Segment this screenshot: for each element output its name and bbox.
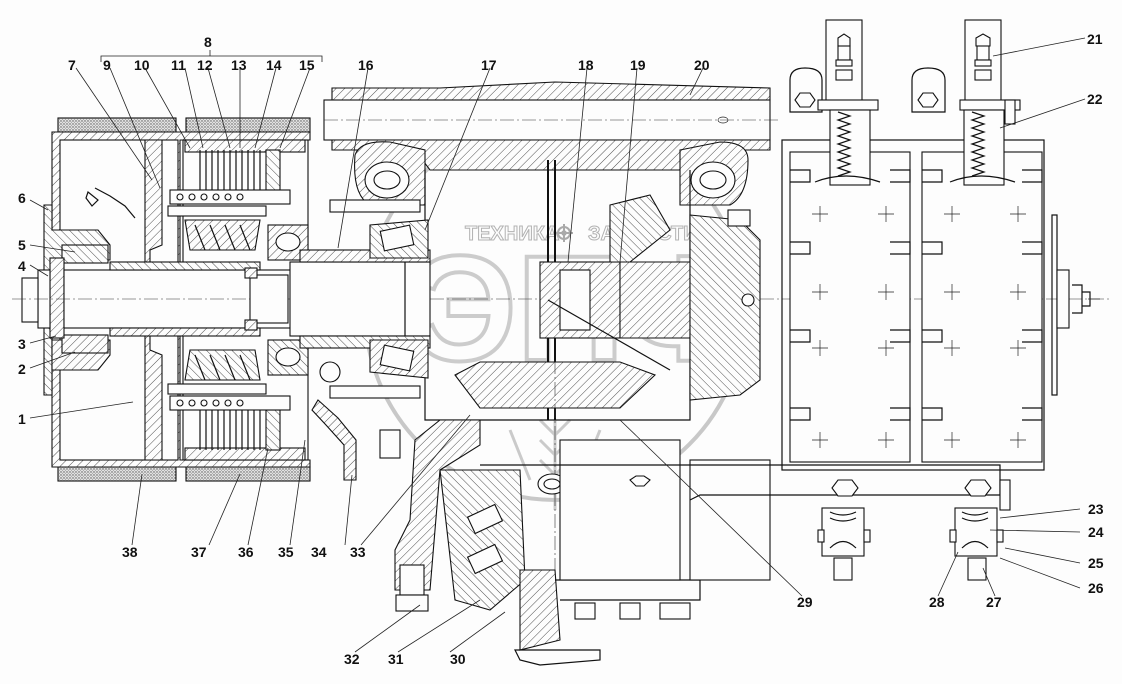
callout-7: 7: [68, 57, 76, 73]
watermark-left-word: ТЕХНИКА: [465, 223, 559, 245]
callout-15: 15: [299, 57, 315, 73]
gear-icon: [555, 224, 573, 242]
clutch-bearings: [267, 224, 309, 376]
callout-9: 9: [103, 57, 111, 73]
spring-bracket-left: [789, 19, 881, 186]
callout-18: 18: [578, 57, 594, 73]
mount-lug-right: [679, 141, 749, 206]
callout-19: 19: [630, 57, 646, 73]
callout-21: 21: [1087, 31, 1103, 47]
leader-lines: [29, 37, 1086, 653]
callout-17: 17: [481, 57, 497, 73]
callout-14: 14: [266, 57, 282, 73]
callout-38: 38: [122, 544, 138, 560]
callout-37: 37: [191, 544, 207, 560]
callout-20: 20: [694, 57, 710, 73]
callout-6: 6: [18, 190, 26, 206]
clutch-housing: [12, 117, 1110, 482]
callout-28: 28: [929, 594, 945, 610]
callout-16: 16: [358, 57, 374, 73]
callout-26: 26: [1088, 580, 1104, 596]
callout-23: 23: [1088, 501, 1104, 517]
callout-13: 13: [231, 57, 247, 73]
group-bracket: 8: [100, 34, 323, 62]
callout-30: 30: [450, 651, 466, 667]
lower-gear-case: [379, 419, 1001, 666]
callout-10: 10: [134, 57, 150, 73]
callout-29: 29: [797, 594, 813, 610]
mount-lug-left: [354, 141, 426, 206]
callout-22: 22: [1087, 91, 1103, 107]
callout-32: 32: [344, 651, 360, 667]
clutch-disc-pack-top: [167, 139, 306, 251]
callout-12: 12: [197, 57, 213, 73]
spring-bracket-right: [911, 19, 1021, 186]
callout-24: 24: [1088, 524, 1104, 540]
bottom-spring-unit-left: [817, 479, 871, 581]
callout-36: 36: [238, 544, 254, 560]
callout-8: 8: [204, 34, 212, 50]
callout-31: 31: [388, 651, 404, 667]
callout-33: 33: [350, 544, 366, 560]
clutch-disc-pack-bottom: [167, 349, 306, 461]
callout-4: 4: [18, 258, 26, 274]
callout-35: 35: [278, 544, 294, 560]
callouts: 1 2 3 4 5 6 7 9 10 11 12 13 14 15 16 17 …: [18, 31, 1104, 667]
callout-34: 34: [311, 544, 327, 560]
callout-3: 3: [18, 336, 26, 352]
callout-25: 25: [1088, 555, 1104, 571]
bottom-spring-unit-right: [949, 479, 1011, 581]
callout-11: 11: [171, 57, 186, 73]
callout-27: 27: [986, 594, 1002, 610]
callout-2: 2: [18, 361, 26, 377]
callout-5: 5: [18, 237, 26, 253]
right-assembly: [781, 19, 1100, 581]
callout-1: 1: [18, 411, 26, 427]
